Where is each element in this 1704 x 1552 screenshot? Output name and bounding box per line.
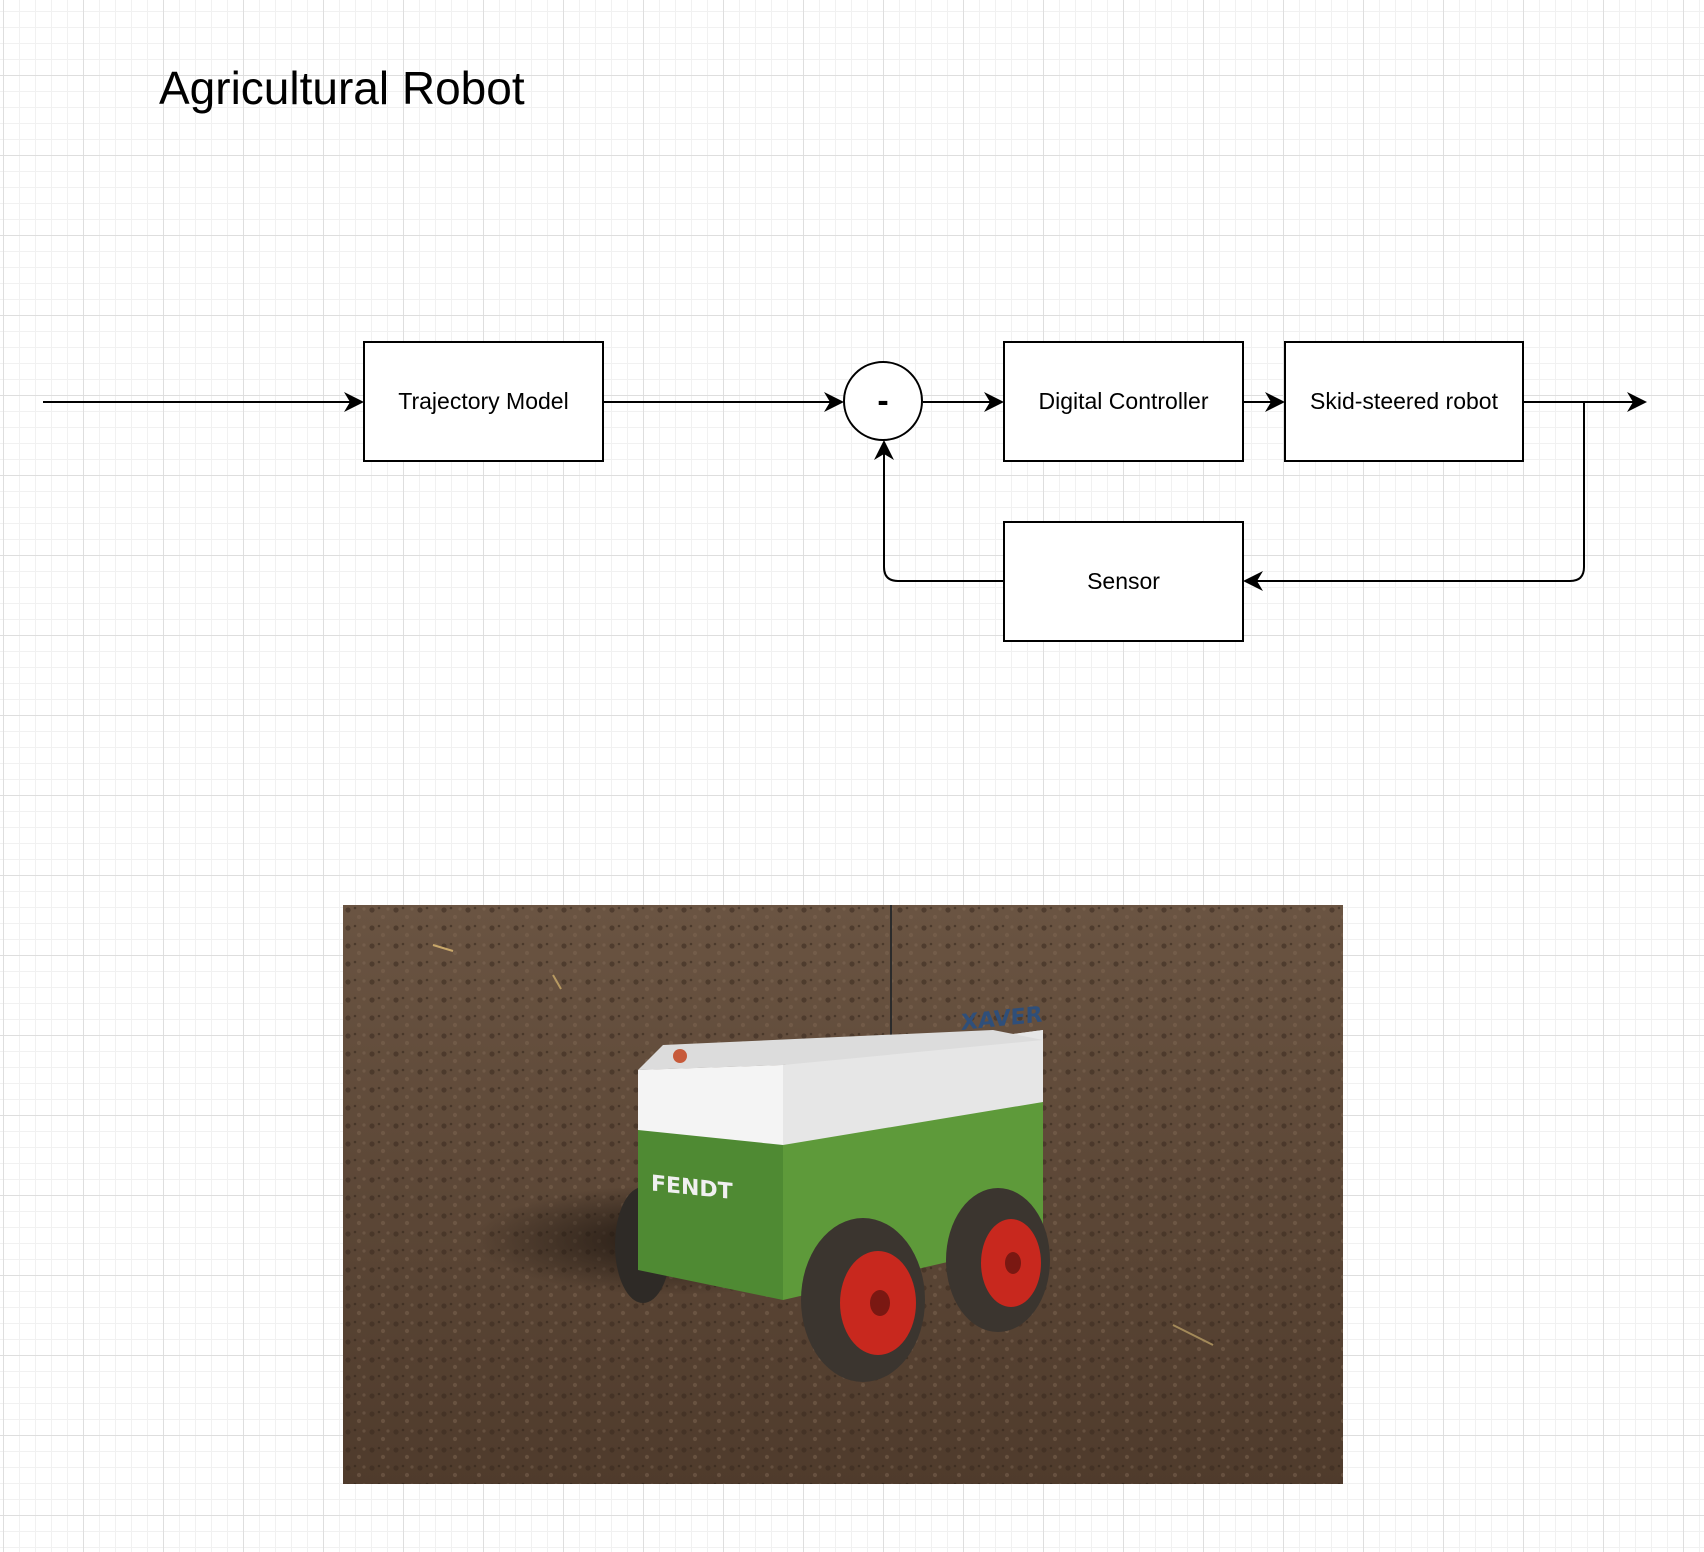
skid-steered-robot-label: Skid-steered robot	[1310, 388, 1498, 414]
sensor-to-junction-arrow	[874, 440, 1003, 582]
robot-photo[interactable]: FENDT XAVER	[343, 905, 1343, 1484]
summing-junction[interactable]: -	[843, 361, 923, 441]
trajectory-model-label: Trajectory Model	[398, 388, 569, 414]
robot-front-wheel-right	[946, 1188, 1050, 1332]
trajectory-model-block[interactable]: Trajectory Model	[363, 341, 604, 462]
feedback-to-sensor-arrow	[1243, 402, 1585, 591]
page-title: Agricultural Robot	[159, 62, 525, 114]
straw-1	[432, 944, 454, 952]
sensor-label: Sensor	[1087, 568, 1160, 594]
skid-steered-robot-block[interactable]: Skid-steered robot	[1284, 341, 1524, 462]
digital-controller-block[interactable]: Digital Controller	[1003, 341, 1244, 462]
digital-controller-label: Digital Controller	[1038, 388, 1209, 414]
sensor-block[interactable]: Sensor	[1003, 521, 1244, 642]
straw-2	[552, 974, 562, 990]
robot-front-wheel-left	[801, 1218, 925, 1382]
straw-3	[1172, 1324, 1214, 1346]
summing-junction-sign: -	[877, 381, 889, 420]
